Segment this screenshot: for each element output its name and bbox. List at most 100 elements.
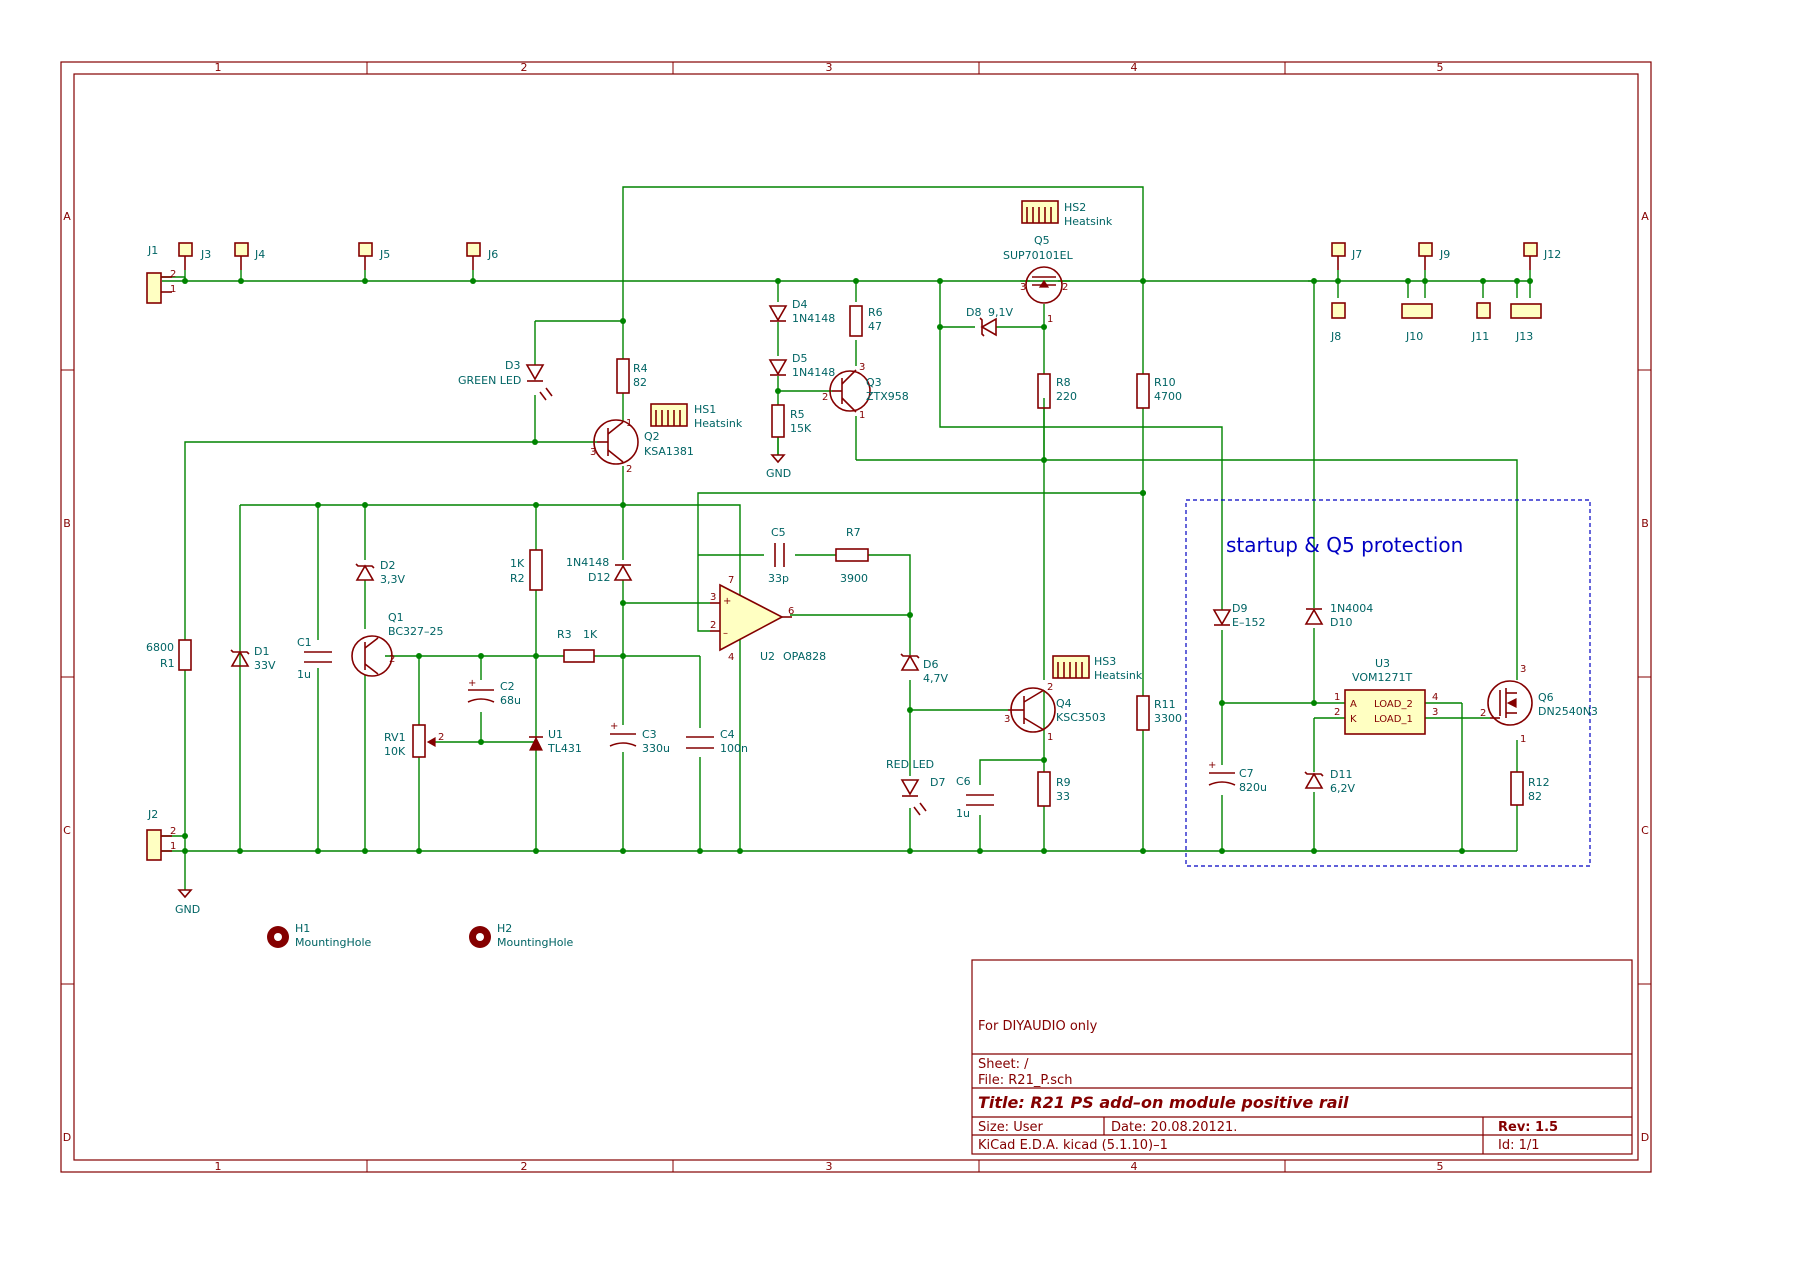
resistor-r6[interactable]: R6 47 [849, 305, 883, 337]
zener-d6[interactable]: D6 4,7V [900, 653, 948, 685]
zener-d11[interactable]: D11 6,2V [1304, 768, 1355, 795]
jumper-j4[interactable]: J4 [234, 242, 265, 270]
diode-d4[interactable]: D4 1N4148 [768, 298, 835, 325]
jumper-j10[interactable]: J10 [1401, 303, 1433, 343]
zener-d1[interactable]: D1 33V [230, 645, 276, 672]
pin-number: 2 [389, 654, 395, 665]
transistor-q4[interactable]: 2 3 1 Q4 KSC3503 [1004, 682, 1106, 743]
pin-number: 1 [1520, 734, 1526, 745]
d9-ref: D9 [1232, 602, 1247, 615]
q1-ref: Q1 [388, 611, 404, 624]
resistor-r8[interactable]: R8 220 [1037, 373, 1077, 409]
r9-ref: R9 [1056, 776, 1071, 789]
q2-value: KSA1381 [644, 445, 694, 458]
resistor-r2[interactable]: 1K R2 [510, 549, 543, 591]
capacitor-c3[interactable]: + C3 330u [609, 721, 670, 755]
d11-value: 6,2V [1330, 782, 1355, 795]
resistor-r3[interactable]: R3 1K [557, 628, 598, 663]
diode-d5[interactable]: D5 1N4148 [768, 352, 835, 379]
resistor-r10[interactable]: R10 4700 [1136, 373, 1182, 409]
zone-col-label: 3 [826, 1160, 833, 1173]
capacitor-c1[interactable]: C1 1u [297, 636, 336, 681]
zone-col-label: 4 [1131, 1160, 1138, 1173]
title-block-title: Title: R21 PS add–on module positive rai… [978, 1093, 1349, 1112]
zone-col-label: 5 [1437, 1160, 1444, 1173]
u2-value: OPA828 [783, 650, 826, 663]
resistor-r4[interactable]: R4 82 [616, 358, 648, 394]
pin-number: 4 [728, 652, 734, 663]
c3-ref: C3 [642, 728, 657, 741]
jumper-j8[interactable]: J8 [1330, 302, 1346, 343]
hs1-value: Heatsink [694, 417, 743, 430]
diode-d12[interactable]: 1N4148 D12 [566, 556, 633, 584]
resistor-r9[interactable]: R9 33 [1037, 771, 1071, 807]
resistor-r12[interactable]: R12 82 [1510, 771, 1550, 806]
q6-value: DN2540N3 [1538, 705, 1598, 718]
led-d7[interactable]: RED LED D7 [886, 758, 945, 816]
polarity-mark: + [610, 721, 618, 732]
jumper-j3[interactable]: J3 [178, 242, 211, 270]
led-d3[interactable]: D3 GREEN LED [458, 359, 553, 401]
title-block-size: Size: User [978, 1120, 1043, 1135]
mosfet-q6[interactable]: 3 2 1 Q6 DN2540N3 [1480, 664, 1598, 745]
d5-value: 1N4148 [792, 366, 835, 379]
c1-ref: C1 [297, 636, 312, 649]
jumper-j12[interactable]: J12 [1523, 242, 1561, 270]
capacitor-c5[interactable]: C5 33p [768, 526, 789, 585]
r1-ref: R1 [160, 657, 175, 670]
zone-row-label: D [1641, 1131, 1649, 1144]
capacitor-c2[interactable]: + C2 68u [467, 678, 521, 707]
d12-ref: D12 [588, 571, 610, 584]
jumper-j5[interactable]: J5 [358, 242, 390, 270]
pin-number: 2 [822, 392, 828, 403]
jumper-j11[interactable]: J11 [1471, 302, 1491, 343]
j11-ref: J11 [1471, 330, 1489, 343]
rv1-value: 10K [384, 745, 406, 758]
connector-j1[interactable]: 2 1 J1 [146, 244, 176, 304]
capacitor-c4[interactable]: C4 100n [686, 728, 748, 755]
mosfet-q5[interactable]: 3 2 1 Q5 SUP70101EL [1003, 234, 1074, 325]
resistor-r1[interactable]: 6800 R1 [146, 639, 192, 671]
r3-value: 1K [583, 628, 598, 641]
potentiometer-rv1[interactable]: 2 RV1 10K [384, 724, 444, 758]
pin-number: 3 [590, 447, 596, 458]
q4-value: KSC3503 [1056, 711, 1106, 724]
shunt-u1[interactable]: U1 TL431 [529, 728, 582, 755]
c4-value: 100n [720, 742, 748, 755]
connector-j2[interactable]: 2 1 J2 [146, 808, 176, 861]
r2-ref: R2 [510, 572, 525, 585]
jumper-j9[interactable]: J9 [1418, 242, 1450, 270]
transistor-q2[interactable]: 1 3 2 Q2 KSA1381 [590, 418, 694, 475]
c7-value: 820u [1239, 781, 1267, 794]
transistor-q3[interactable]: 3 2 1 Q3 ZTX958 [822, 362, 909, 421]
jumper-j7[interactable]: J7 [1331, 242, 1362, 270]
d7-ref: D7 [930, 776, 945, 789]
resistor-r7[interactable]: R7 3900 [835, 526, 869, 585]
sheet-frame: 1 2 3 4 5 1 2 3 4 5 A B C D A B C D [60, 61, 1652, 1173]
gnd-symbol-r5: GND [766, 454, 791, 480]
resistor-r5[interactable]: R5 15K [771, 404, 812, 438]
jumper-j13[interactable]: J13 [1510, 303, 1542, 343]
diode-d9[interactable]: D9 E–152 [1212, 602, 1265, 629]
zone-row-label: A [63, 210, 71, 223]
transistor-q1[interactable]: 2 Q1 BC327–25 [351, 611, 444, 677]
r7-ref: R7 [846, 526, 861, 539]
pin-number: 2 [438, 732, 444, 743]
zener-d8[interactable]: D8 9,1V [966, 306, 1013, 337]
h2-value: MountingHole [497, 936, 574, 949]
zener-d2[interactable]: D2 3,3V [355, 559, 405, 586]
q1-value: BC327–25 [388, 625, 444, 638]
capacitor-c7[interactable]: + C7 820u [1208, 760, 1267, 794]
jumper-j6[interactable]: J6 [466, 242, 498, 270]
polarity-mark: + [1208, 760, 1216, 771]
optocoupler-u3[interactable]: 1 2 4 3 A K LOAD_2 LOAD_1 U3 VOM1271T [1334, 657, 1438, 735]
pin-number: 2 [1047, 682, 1053, 693]
d4-value: 1N4148 [792, 312, 835, 325]
capacitor-c6[interactable]: C6 1u [956, 775, 994, 820]
pin-number: 2 [1062, 282, 1068, 293]
d8-value: 9,1V [988, 306, 1013, 319]
resistor-r11[interactable]: R11 3300 [1136, 695, 1182, 731]
opamp-u2[interactable]: + – 3 2 6 7 4 U2 OPA828 [710, 575, 826, 663]
diode-d10[interactable]: 1N4004 D10 [1304, 602, 1373, 629]
